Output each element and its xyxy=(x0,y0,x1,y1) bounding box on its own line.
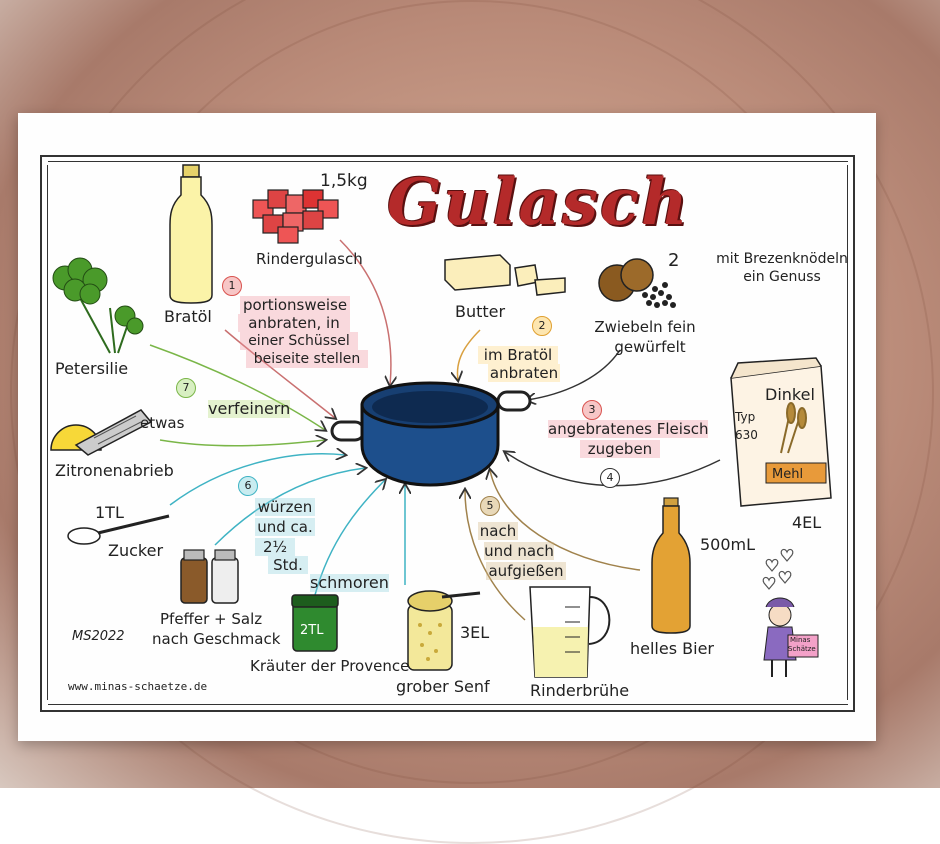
salt-pepper-icon xyxy=(180,549,239,604)
measuring-cup-icon xyxy=(529,586,611,678)
arrow-butter xyxy=(457,329,481,380)
step-5-badge: 5 xyxy=(480,496,500,516)
step-3-badge: 3 xyxy=(582,400,602,420)
bier-label: helles Bier xyxy=(630,639,714,658)
zwiebeln-amount: 2 xyxy=(668,250,680,271)
frame-right-inner xyxy=(847,165,848,700)
step-5-line2: und nach xyxy=(484,542,554,560)
senf-amount: 3EL xyxy=(460,623,490,642)
beer-bottle-icon xyxy=(651,497,691,634)
dinkel-type-line1: Typ xyxy=(735,410,756,424)
step-1-line1: portionsweise xyxy=(240,296,350,314)
zitrone-amount: etwas xyxy=(140,414,185,432)
step-5-line1: nach xyxy=(478,522,518,540)
arrow-bratoel xyxy=(224,329,335,418)
frame-bottom xyxy=(40,710,855,712)
sugar-spoon-icon xyxy=(67,514,170,545)
butter-label: Butter xyxy=(455,302,506,321)
recipe-title: Gulasch xyxy=(387,165,690,240)
senf-label: grober Senf xyxy=(396,677,490,696)
frame-top xyxy=(40,155,855,157)
mascot-icon xyxy=(762,548,819,677)
step-6-line2: und ca. xyxy=(255,518,315,536)
frame-left xyxy=(40,155,42,712)
step-7-line1: verfeinern xyxy=(208,399,291,418)
mascot-sign-line2: Schätze xyxy=(788,645,816,653)
arrow-zitrone xyxy=(159,440,325,446)
arrow-zwiebeln xyxy=(527,349,621,400)
pfeffer-line1: Pfeffer + Salz xyxy=(160,610,263,628)
arrow-rindergulasch xyxy=(339,239,391,385)
zwiebeln-line1: Zwiebeln fein xyxy=(594,318,696,336)
arrow-pfeffer xyxy=(214,468,365,546)
step-7-badge: 7 xyxy=(176,378,196,398)
oil-bottle-icon xyxy=(169,164,213,304)
step-6-line4: Std. xyxy=(268,556,308,574)
signature: MS2022 xyxy=(72,629,125,644)
rindergulasch-amount: 1,5kg xyxy=(320,171,368,191)
zucker-amount: 1TL xyxy=(95,503,124,522)
zucker-label: Zucker xyxy=(108,541,164,560)
step-6-line3: 2½ xyxy=(255,538,295,556)
subtitle-line1: mit Brezenknödeln xyxy=(716,251,848,267)
step-1-badge: 1 xyxy=(222,276,242,296)
dinkel-mehl: Mehl xyxy=(772,467,804,482)
herbs-jar-icon xyxy=(291,594,339,652)
parsley-icon xyxy=(52,257,144,354)
dinkel-type-line2: 630 xyxy=(735,428,758,442)
zwiebeln-line2: gewürfelt xyxy=(614,338,686,356)
step-3-line2: zugeben xyxy=(580,440,660,458)
petersilie-label: Petersilie xyxy=(55,359,129,378)
meat-cubes-icon xyxy=(252,189,339,244)
step-2-badge: 2 xyxy=(532,316,552,336)
lemon-grater-icon xyxy=(50,409,153,456)
dinkel-brand: Dinkel xyxy=(765,385,815,404)
pfeffer-line2: nach Geschmack xyxy=(152,630,281,648)
butter-icon xyxy=(444,254,566,296)
website: www.minas-schaetze.de xyxy=(68,680,208,693)
kraeuter-amount: 2TL xyxy=(300,623,324,638)
frame-bottom-inner xyxy=(48,704,848,705)
step-1-line2: anbraten, in xyxy=(238,314,350,332)
zitrone-label: Zitronenabrieb xyxy=(55,461,174,480)
step-1-line3: einer Schüssel xyxy=(240,332,358,350)
step-2-line1: im Bratöl xyxy=(478,346,558,364)
mustard-jar-icon xyxy=(407,590,481,671)
step-4-badge: 4 xyxy=(600,468,620,488)
bier-amount: 500mL xyxy=(700,535,756,554)
arrow-petersilie xyxy=(149,344,325,430)
kraeuter-label: Kräuter der Provence xyxy=(250,657,410,675)
step-5-line3: aufgießen xyxy=(486,562,566,580)
rindergulasch-label: Rindergulasch xyxy=(256,250,363,268)
arrow-kraeuter xyxy=(314,480,385,596)
frame-left-inner xyxy=(47,165,48,700)
arrow-zucker xyxy=(169,454,345,506)
pot-icon xyxy=(330,381,532,487)
step-6-badge: 6 xyxy=(238,476,258,496)
bruehe-label: Rinderbrühe xyxy=(530,681,630,700)
step-2-line2: anbraten xyxy=(488,364,560,382)
step-3-line1: angebratenes Fleisch xyxy=(548,420,709,438)
frame-top-inner xyxy=(48,161,848,162)
frame-right xyxy=(853,155,855,712)
arrow-bier xyxy=(490,470,641,571)
schmoren-label: schmoren xyxy=(310,573,389,592)
arrow-bruehe xyxy=(465,490,526,621)
onion-icon xyxy=(598,258,676,308)
step-1-line4: beiseite stellen xyxy=(246,350,368,368)
mascot-sign-line1: Minas xyxy=(790,636,811,644)
step-6-line1: würzen xyxy=(255,498,315,516)
subtitle-line2: ein Genuss xyxy=(743,269,821,285)
dinkel-amount: 4EL xyxy=(792,513,822,532)
flour-bag-icon xyxy=(730,357,832,507)
bratoel-label: Bratöl xyxy=(164,307,212,326)
